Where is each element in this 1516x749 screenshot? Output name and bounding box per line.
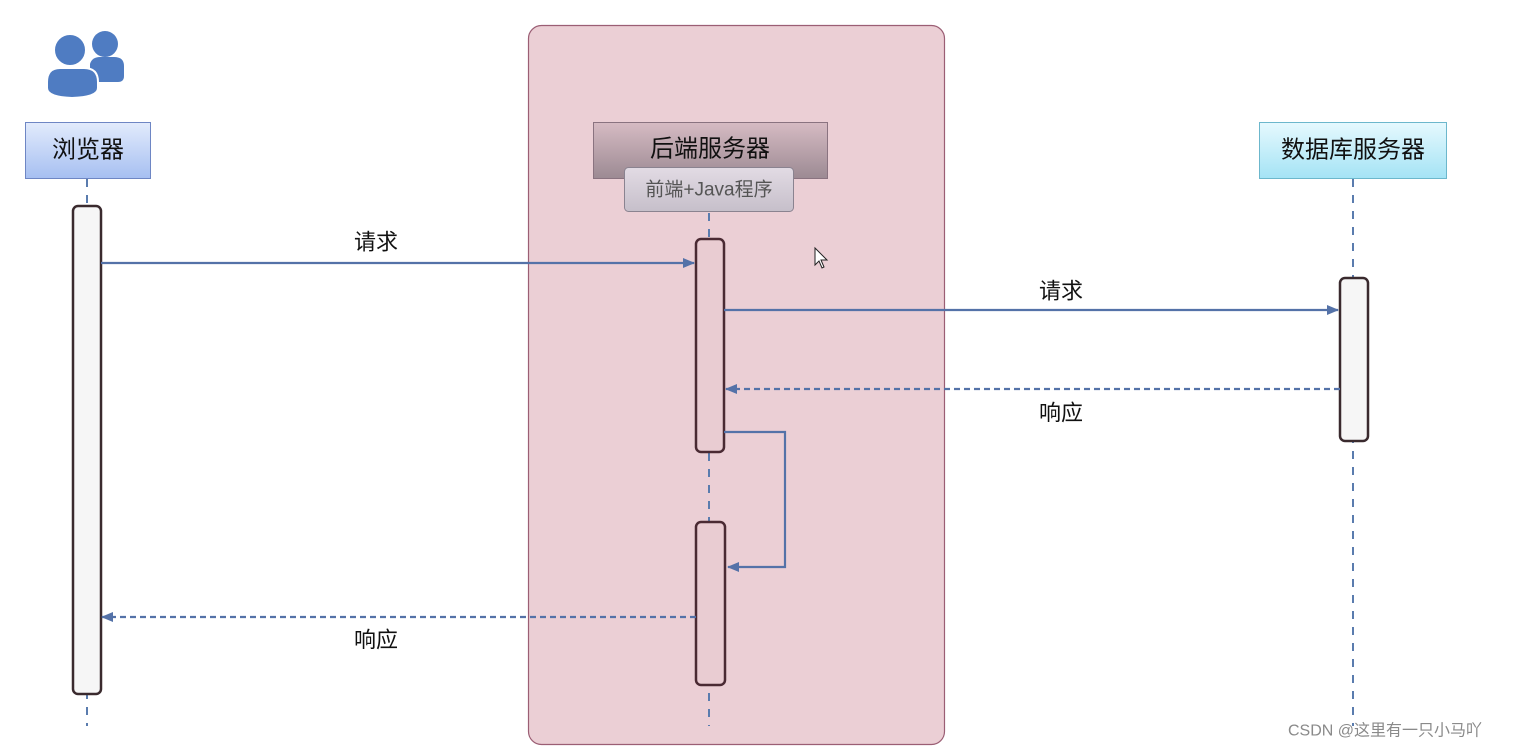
backend-sub-label: 前端+Java程序	[645, 179, 772, 201]
backend-activation-bar-2	[694, 520, 727, 687]
database-box	[1259, 122, 1447, 179]
backend-activation-bar-1	[694, 237, 726, 454]
backend-sub-box	[624, 167, 794, 212]
database-activation-bar	[1338, 276, 1370, 443]
database-participant: 数据库服务器	[1259, 122, 1447, 179]
browser-label: 浏览器	[52, 137, 124, 164]
cursor-icon	[814, 246, 829, 269]
backend-label: 后端服务器	[650, 136, 770, 163]
backend-participant: 后端服务器 前端+Java程序	[593, 122, 828, 212]
watermark: CSDN @这里有一只小马吖	[1288, 722, 1482, 740]
response-label-2: 响应	[354, 628, 398, 653]
database-label: 数据库服务器	[1281, 137, 1425, 164]
browser-activation-bar	[71, 204, 103, 696]
self-call-arrow-backend	[724, 430, 787, 572]
users-icon	[46, 31, 124, 100]
browser-participant: 浏览器	[25, 122, 151, 179]
request-label-1: 请求	[354, 230, 398, 255]
browser-box	[25, 122, 151, 179]
request-label-2: 请求	[1039, 279, 1083, 304]
response-label-1: 响应	[1039, 401, 1083, 426]
